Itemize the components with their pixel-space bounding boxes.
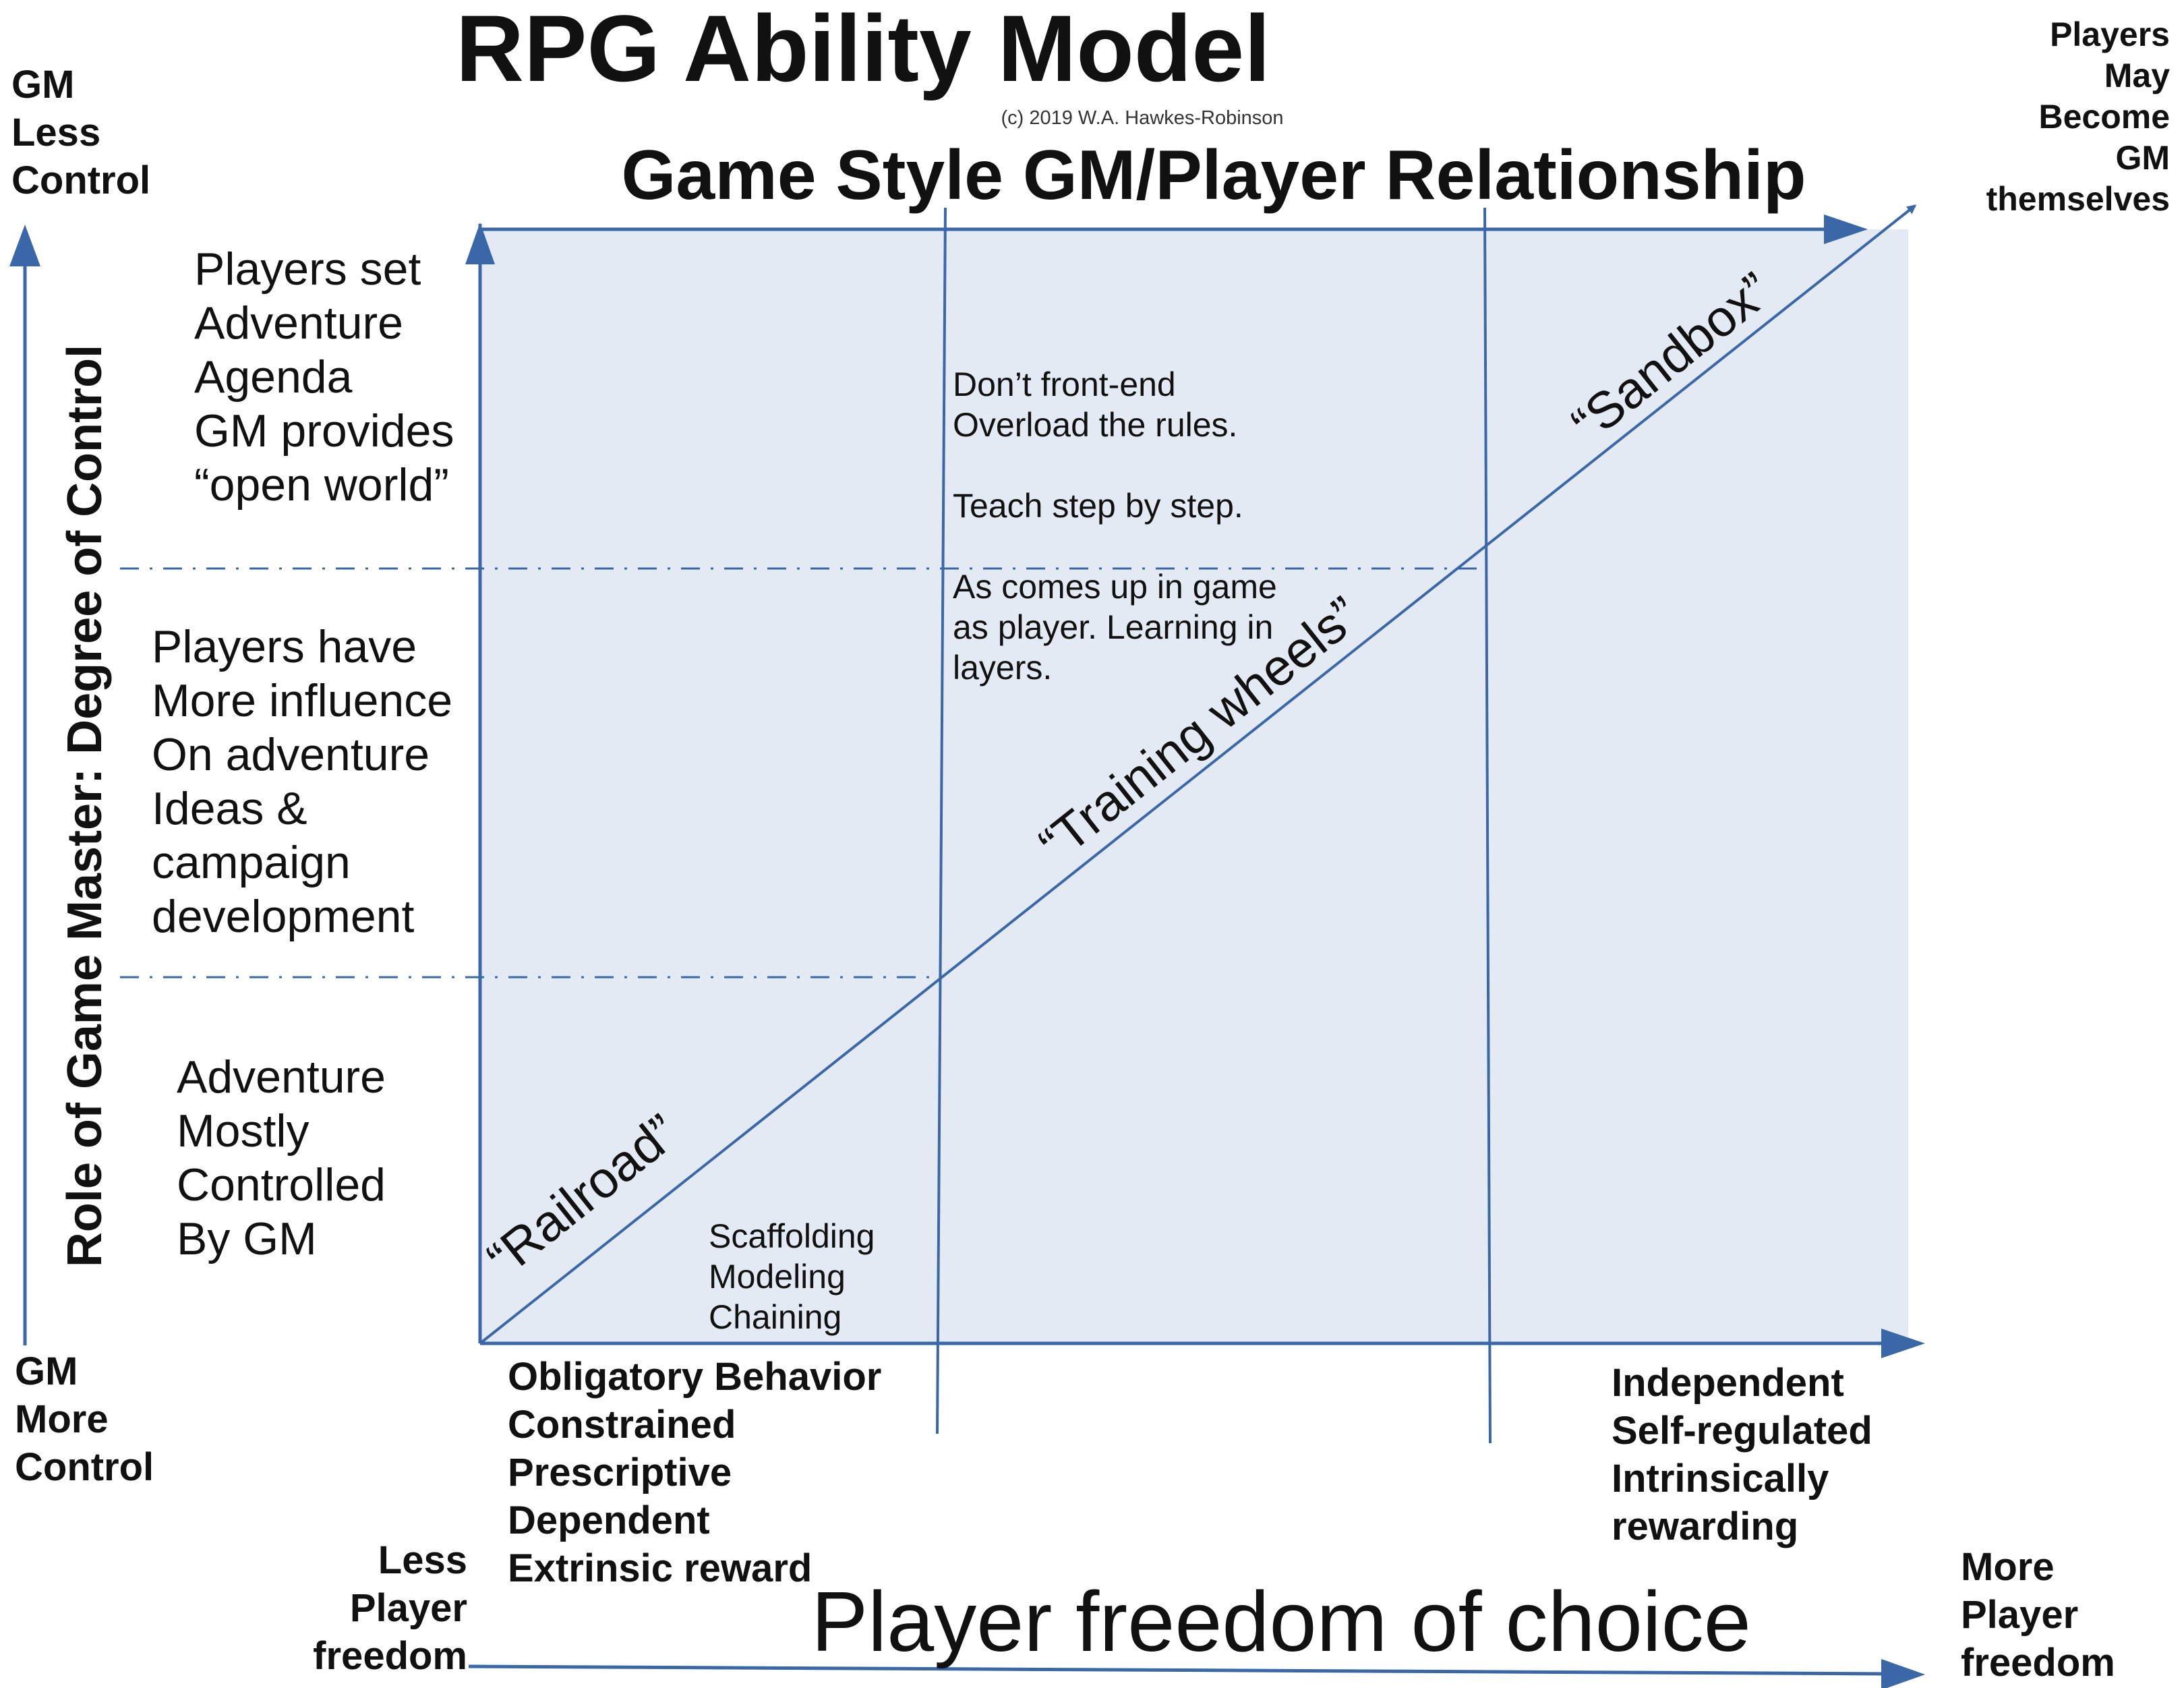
more-player-freedom-label-line: More <box>1961 1545 2055 1589</box>
less-player-freedom-label-line: freedom <box>313 1634 467 1678</box>
bottom-row-description-line: By GM <box>177 1213 317 1264</box>
scaffolding-notes-line: Chaining <box>709 1298 842 1336</box>
plot-y-axis-arrowhead <box>465 223 495 264</box>
copyright-note: (c) 2019 W.A. Hawkes-Robinson <box>1001 107 1283 129</box>
horizontal-axis-title: Player freedom of choice <box>811 1574 1751 1669</box>
top-row-description-line: GM provides <box>194 405 454 457</box>
scaffolding-notes-line: Scaffolding <box>709 1217 875 1255</box>
obligatory-behavior-descriptors-line: Dependent <box>508 1498 710 1542</box>
scaffolding-notes-line: Modeling <box>709 1258 846 1296</box>
stage-divider-right <box>1483 207 1492 1444</box>
bottom-row-description-line: Adventure <box>177 1051 386 1103</box>
page-subtitle: Game Style GM/Player Relationship <box>621 136 1806 214</box>
teaching-notes-line: layers. <box>953 649 1052 687</box>
obligatory-behavior-descriptors-line: Prescriptive <box>508 1451 732 1494</box>
gm-more-control-label-line: Control <box>15 1445 154 1489</box>
independent-descriptors-line: rewarding <box>1612 1505 1798 1548</box>
page-title: RPG Ability Model <box>456 0 1270 101</box>
more-player-freedom-label-line: Player <box>1961 1593 2078 1637</box>
players-may-become-gm-label-line: Players <box>2050 16 2170 53</box>
middle-row-description-line: Ideas & <box>152 783 307 834</box>
independent-descriptors: IndependentSelf-regulatedIntrinsicallyre… <box>1612 1361 1872 1548</box>
vertical-axis-title: Role of Game Master: Degree of Control <box>58 345 112 1267</box>
gm-less-control-label-line: GM <box>11 63 74 107</box>
middle-row-description-line: More influence <box>152 675 452 726</box>
players-may-become-gm-label-line: May <box>2104 57 2170 94</box>
gm-more-control-label-line: More <box>15 1397 109 1441</box>
obligatory-behavior-descriptors-line: Obligatory Behavior <box>508 1355 881 1399</box>
teaching-notes-line: Don’t front-end <box>953 366 1176 403</box>
top-row-description-line: Adventure <box>194 297 403 349</box>
teaching-notes-line: Overload the rules. <box>953 406 1237 444</box>
gm-less-control-label-line: Control <box>11 158 150 202</box>
gm-control-axis-arrowhead <box>9 225 40 266</box>
teaching-notes-line: as player. Learning in <box>953 608 1273 646</box>
independent-descriptors-line: Self-regulated <box>1612 1409 1872 1453</box>
progression-diagonal-arrow <box>479 204 1917 1345</box>
plot-x-axis-arrowhead <box>1881 1329 1925 1358</box>
teaching-notes-line: Teach step by step. <box>953 487 1243 525</box>
plot-area <box>480 229 1908 1343</box>
gm-more-control-label-line: GM <box>15 1349 78 1393</box>
obligatory-behavior-descriptors-line: Constrained <box>508 1403 736 1447</box>
obligatory-behavior-descriptors-line: Extrinsic reward <box>508 1546 812 1590</box>
top-row-description-line: Players set <box>194 243 421 295</box>
less-player-freedom-label-line: Player <box>350 1586 467 1630</box>
player-freedom-axis-arrowhead <box>1881 1659 1925 1688</box>
less-player-freedom-label-line: Less <box>378 1538 467 1582</box>
independent-descriptors-line: Independent <box>1612 1361 1844 1405</box>
gm-less-control-label-line: Less <box>11 111 100 154</box>
players-may-become-gm-label-line: Become <box>2038 98 2170 136</box>
middle-row-description-line: Players have <box>152 621 417 672</box>
player-freedom-axis-arrow <box>468 1664 1889 1676</box>
top-row-description-line: Agenda <box>194 351 353 403</box>
plot-top-axis-arrowhead <box>1824 214 1868 244</box>
players-may-become-gm-label-line: themselves <box>1986 180 2170 218</box>
top-row-description-line: “open world” <box>194 459 449 511</box>
middle-row-description-line: development <box>152 891 414 942</box>
bottom-row-description-line: Controlled <box>177 1159 386 1211</box>
players-may-become-gm-label-line: GM <box>2115 139 2170 177</box>
teaching-notes-line: As comes up in game <box>953 568 1277 606</box>
independent-descriptors-line: Intrinsically <box>1612 1457 1829 1501</box>
obligatory-behavior-descriptors: Obligatory BehaviorConstrainedPrescripti… <box>508 1355 881 1590</box>
bottom-row-description-line: Mostly <box>177 1105 309 1157</box>
stage-divider-left <box>936 207 947 1434</box>
more-player-freedom-label-line: freedom <box>1961 1641 2115 1685</box>
middle-row-description-line: campaign <box>152 837 351 888</box>
middle-row-description-line: On adventure <box>152 729 430 780</box>
